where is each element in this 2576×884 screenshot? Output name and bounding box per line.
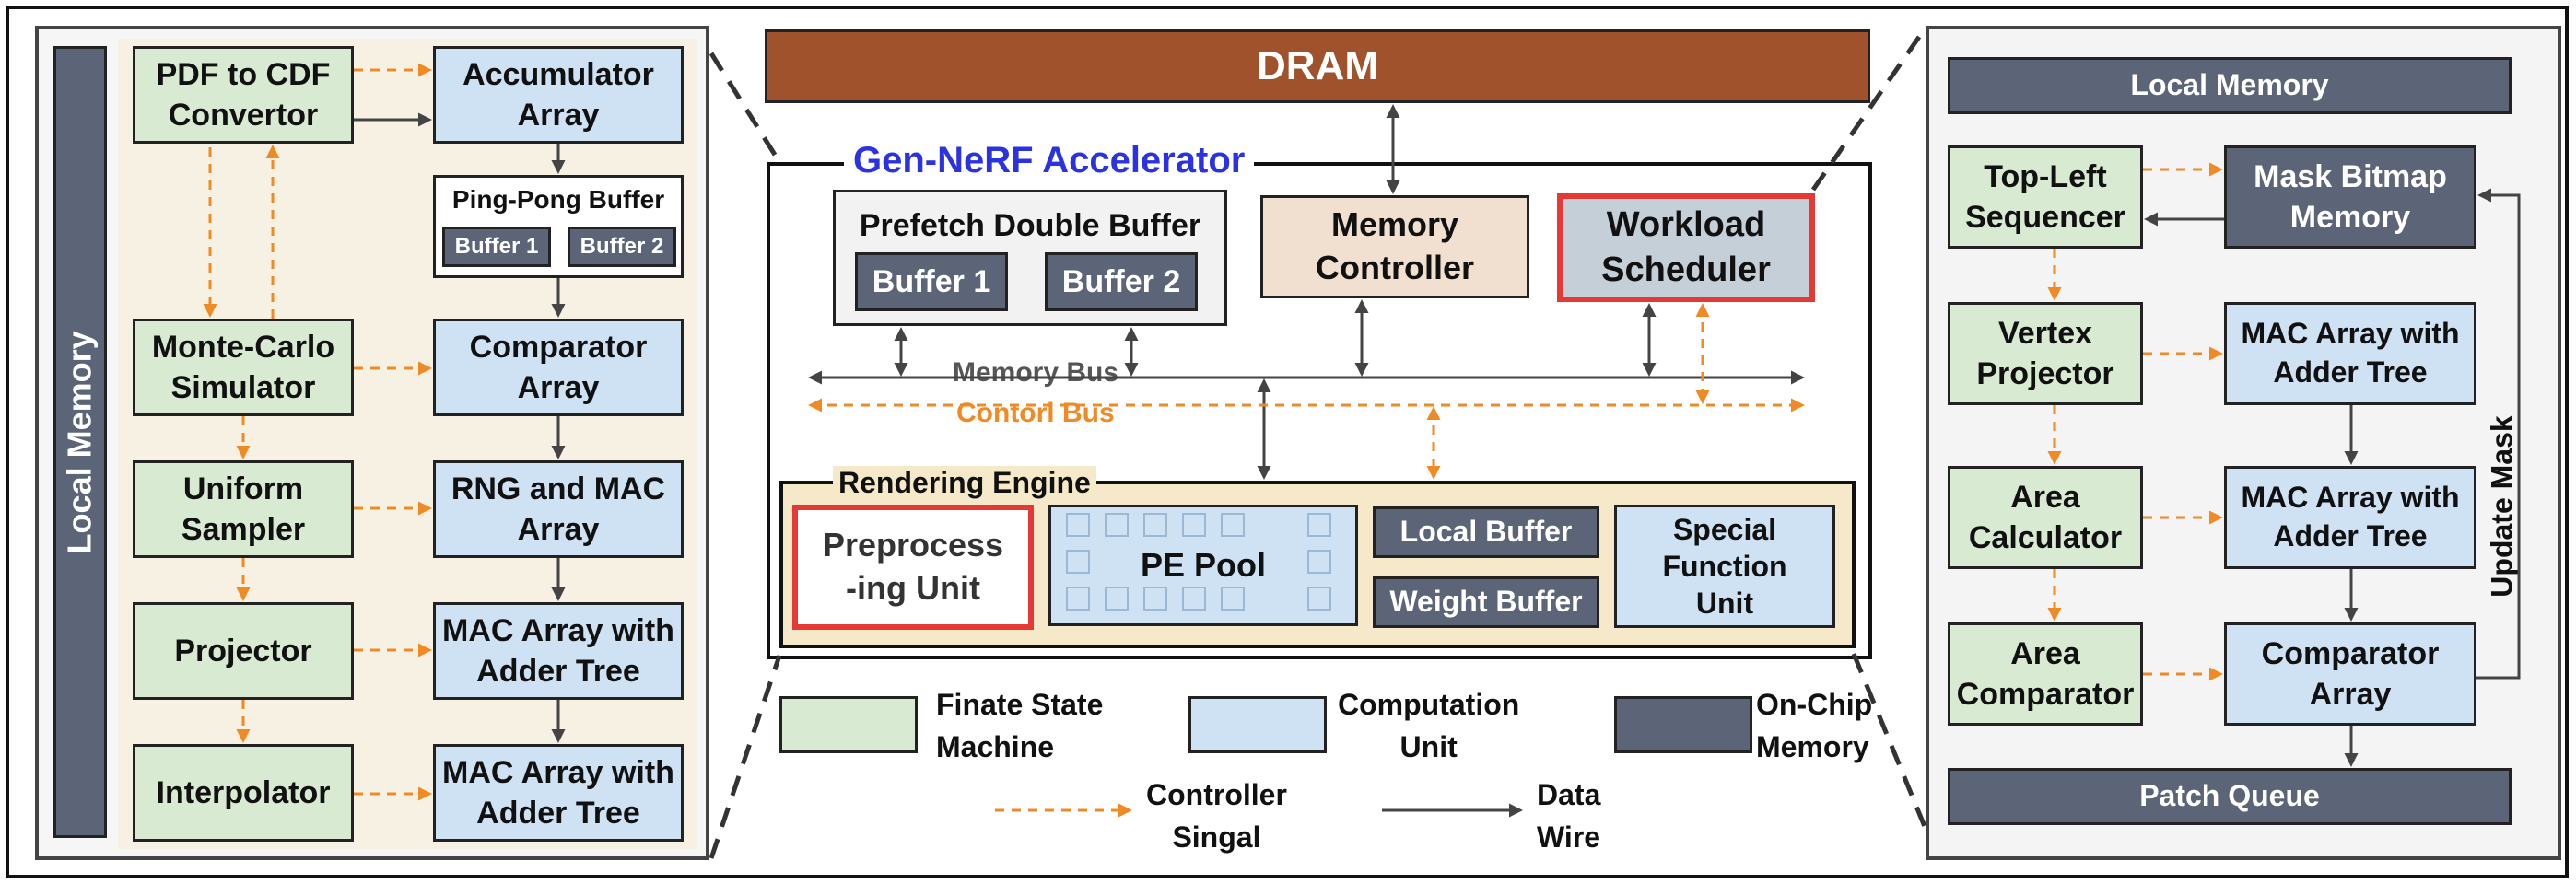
- weight-buffer-label: Weight Buffer: [1389, 585, 1583, 619]
- comparator-array-right-label: Comparator Array: [2261, 635, 2440, 712]
- preprocessing-unit-label: Preprocess -ing Unit: [822, 526, 1004, 607]
- special-function-unit: Special Function Unit: [1614, 505, 1835, 628]
- left-data-wires: [354, 112, 566, 743]
- prefetch-title: Prefetch Double Buffer: [859, 208, 1201, 243]
- area-calculator: Area Calculator: [1948, 466, 2143, 569]
- patch-queue-label: Patch Queue: [2139, 779, 2320, 813]
- mac-adder-tree-left-2-label: MAC Array with Adder Tree: [442, 754, 674, 831]
- prefetch-buffer-2: Buffer 2: [1045, 252, 1198, 311]
- patch-queue: Patch Queue: [1948, 768, 2512, 825]
- workload-scheduler-label: Workload Scheduler: [1601, 204, 1771, 289]
- ping-pong-buffer-title: Ping-Pong Buffer: [451, 185, 665, 214]
- rendering-engine-title: Rendering Engine: [833, 466, 1096, 500]
- vertex-projector-label: Vertex Projector: [1976, 315, 2114, 391]
- memory-controller-label: Memory Controller: [1315, 205, 1474, 286]
- mac-adder-tree-left-1: MAC Array with Adder Tree: [433, 602, 684, 700]
- uniform-sampler: Uniform Sampler: [133, 460, 354, 558]
- mac-adder-tree-right-2-label: MAC Array with Adder Tree: [2241, 481, 2460, 552]
- prefetch-buffer-1-label: Buffer 1: [872, 263, 991, 299]
- pingpong-buffer-2-label: Buffer 2: [580, 234, 664, 260]
- center-control-signals: [808, 303, 1805, 480]
- zoom-lines: [708, 26, 1928, 859]
- figure-frame: [6, 6, 2569, 878]
- projector: Projector: [133, 602, 354, 700]
- right-control-signals: [2047, 162, 2223, 681]
- preprocessing-unit: Preprocess -ing Unit: [792, 505, 1034, 630]
- interpolator-label: Interpolator: [156, 774, 331, 810]
- accelerator-title: Gen-NeRF Accelerator: [844, 140, 1255, 181]
- mac-adder-tree-right-1-label: MAC Array with Adder Tree: [2241, 317, 2460, 389]
- pe-grid: [1066, 513, 1331, 611]
- mac-adder-tree-right-2: MAC Array with Adder Tree: [2224, 466, 2476, 569]
- legend-mem-swatch: [1614, 696, 1752, 753]
- left-panel-inner: [118, 39, 697, 849]
- legend-cu-label: Computation Unit: [1338, 688, 1520, 764]
- legend-ctrl-label: Controller Singal: [1146, 778, 1287, 855]
- rng-mac-array-label: RNG and MAC Array: [451, 471, 666, 547]
- pdf-to-cdf-convertor-label: PDF to CDF Convertor: [156, 56, 331, 133]
- legend-wire-label: Data Wire: [1537, 778, 1601, 855]
- mask-bitmap-memory-label: Mask Bitmap Memory: [2254, 158, 2447, 235]
- center-data-wires: [808, 104, 1805, 480]
- mac-adder-tree-left-2: MAC Array with Adder Tree: [433, 744, 684, 842]
- weight-buffer: Weight Buffer: [1373, 576, 1599, 628]
- dram-label: DRAM: [1257, 43, 1378, 89]
- mac-adder-tree-right-1: MAC Array with Adder Tree: [2224, 302, 2476, 405]
- right-local-memory: Local Memory: [1948, 57, 2512, 114]
- pe-pool: PE Pool: [1048, 505, 1358, 626]
- interpolator: Interpolator: [133, 744, 354, 842]
- right-data-wires: [2144, 188, 2521, 767]
- area-calculator-label: Area Calculator: [1968, 479, 2123, 555]
- dram: DRAM: [765, 29, 1870, 103]
- legend-cu-swatch: [1188, 696, 1327, 753]
- left-local-memory: Local Memory: [53, 46, 107, 838]
- local-buffer: Local Buffer: [1373, 506, 1599, 558]
- local-buffer-label: Local Buffer: [1399, 515, 1573, 549]
- legend-fsm-swatch: [779, 696, 918, 753]
- pe-pool-label: PE Pool: [1132, 543, 1274, 587]
- workload-scheduler: Workload Scheduler: [1557, 193, 1815, 302]
- accumulator-array: Accumulator Array: [433, 46, 684, 144]
- pdf-to-cdf-convertor: PDF to CDF Convertor: [133, 46, 354, 144]
- memory-controller: Memory Controller: [1260, 195, 1529, 298]
- comparator-array-right: Comparator Array: [2224, 622, 2476, 726]
- right-local-memory-label: Local Memory: [2130, 68, 2329, 102]
- projector-label: Projector: [174, 633, 312, 669]
- vertex-projector: Vertex Projector: [1948, 302, 2143, 405]
- comparator-array-left-label: Comparator Array: [469, 329, 648, 405]
- top-left-sequencer: Top-Left Sequencer: [1948, 145, 2143, 249]
- pingpong-buffer-1: Buffer 1: [442, 227, 551, 267]
- top-left-sequencer-label: Top-Left Sequencer: [1965, 158, 2125, 235]
- special-function-unit-label: Special Function Unit: [1662, 513, 1787, 620]
- left-control-signals: [203, 63, 432, 801]
- rng-mac-array: RNG and MAC Array: [433, 460, 684, 558]
- pingpong-buffer-1-label: Buffer 1: [454, 234, 539, 260]
- prefetch-buffer-2-label: Buffer 2: [1061, 263, 1181, 299]
- mask-bitmap-memory: Mask Bitmap Memory: [2224, 145, 2476, 249]
- comparator-array-left: Comparator Array: [433, 319, 684, 416]
- uniform-sampler-label: Uniform Sampler: [181, 471, 306, 547]
- legend-mem-label: On-Chip Memory: [1756, 688, 1873, 764]
- monte-carlo-simulator-label: Monte-Carlo Simulator: [151, 329, 335, 405]
- pingpong-buffer-2: Buffer 2: [568, 227, 676, 267]
- area-comparator: Area Comparator: [1948, 622, 2143, 726]
- prefetch-buffer-1: Buffer 1: [855, 252, 1008, 311]
- mac-adder-tree-left-1-label: MAC Array with Adder Tree: [442, 612, 674, 689]
- area-comparator-label: Area Comparator: [1956, 635, 2135, 712]
- accumulator-array-label: Accumulator Array: [463, 56, 654, 133]
- monte-carlo-simulator: Monte-Carlo Simulator: [133, 319, 354, 416]
- legend-fsm-label: Finate State Machine: [936, 688, 1104, 764]
